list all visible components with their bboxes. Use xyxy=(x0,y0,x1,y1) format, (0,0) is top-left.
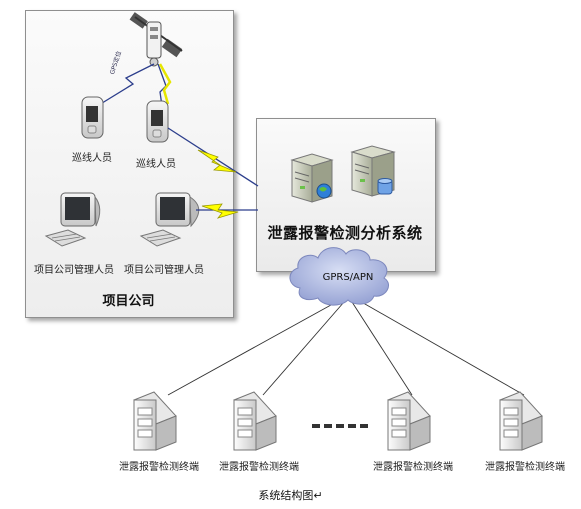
satellite-link-left xyxy=(93,63,155,109)
terminal-icon xyxy=(499,391,543,451)
figure-caption: 系统结构图↵ xyxy=(258,489,323,502)
manager-label-2: 项目公司管理人员 xyxy=(124,265,204,276)
server-database-icon xyxy=(350,145,396,197)
satellite-icon xyxy=(129,12,183,67)
manager-label-1: 项目公司管理人员 xyxy=(34,265,114,276)
terminal-icon xyxy=(387,391,431,451)
terminal-icon xyxy=(233,391,277,451)
leak-analysis-system-box xyxy=(256,118,436,272)
terminal-label-4: 泄露报警检测终端 xyxy=(485,462,565,473)
satellite-link-right xyxy=(157,63,167,107)
satellite-wireless-bolt xyxy=(158,63,172,105)
cloud-label: GPRS/APN xyxy=(322,272,374,283)
phone-icon xyxy=(81,96,104,139)
ellipsis-dashes xyxy=(312,424,368,428)
computer-icon xyxy=(44,192,101,247)
phone-icon xyxy=(146,100,169,143)
wireless-bolt-phone xyxy=(167,127,259,187)
gprs-apn-cloud xyxy=(289,247,389,306)
project-company-box xyxy=(25,10,234,318)
computer-icon xyxy=(139,192,200,247)
project-company-title: 项目公司 xyxy=(102,294,155,309)
network-links xyxy=(167,299,525,396)
terminal-label-3: 泄露报警检测终端 xyxy=(373,462,453,473)
terminal-icon xyxy=(133,391,177,451)
patrol-staff-label-1: 巡线人员 xyxy=(72,153,112,164)
server-web-icon xyxy=(290,153,334,203)
patrol-staff-label-2: 巡线人员 xyxy=(136,159,176,170)
terminal-label-1: 泄露报警检测终端 xyxy=(119,462,199,473)
terminal-label-2: 泄露报警检测终端 xyxy=(219,462,299,473)
system-title: 泄露报警检测分析系统 xyxy=(267,224,423,242)
wireless-bolt-computer xyxy=(196,203,258,219)
